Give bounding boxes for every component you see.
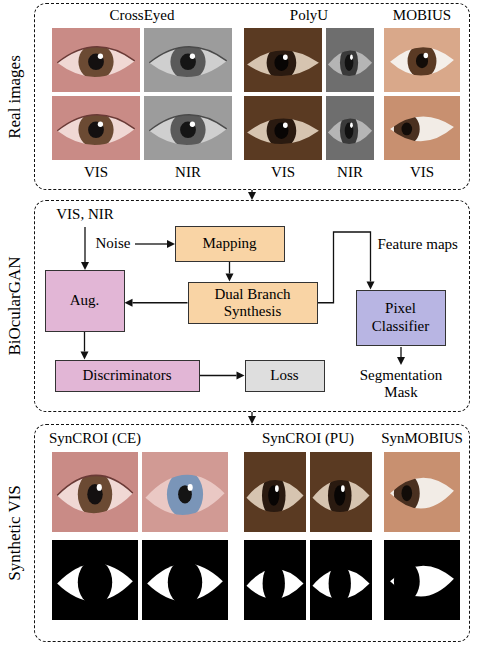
eye-photo <box>384 96 460 160</box>
synthetic-eye <box>384 452 460 532</box>
box-text: Loss <box>270 367 298 384</box>
box-text: Aug. <box>70 292 100 309</box>
text-label: PolyU <box>290 7 328 24</box>
connector-line <box>84 332 85 352</box>
arrow-head <box>81 352 89 360</box>
box-text: Dual Branch Synthesis <box>194 286 312 321</box>
segmentation-mask <box>310 540 372 620</box>
eye-photo <box>52 96 140 160</box>
text-label: Noise <box>96 235 131 252</box>
text-label: SynCROI (CE) <box>49 430 141 447</box>
edge-label: Feature maps <box>377 236 459 253</box>
box-text: Mapping <box>202 235 256 252</box>
arrow-head <box>248 192 256 200</box>
process-box: Loss <box>245 360 325 392</box>
arrow-head <box>237 372 245 380</box>
connector <box>125 299 188 307</box>
panel-heading: Real images <box>5 55 25 139</box>
synthetic-eye <box>244 452 306 532</box>
process-box: Dual Branch Synthesis <box>188 282 318 325</box>
connector <box>248 190 256 200</box>
process-box: Aug. <box>45 270 125 332</box>
arrow-head <box>226 274 234 282</box>
panel-heading: BiOcularGAN <box>5 256 25 355</box>
connector-line <box>251 190 252 192</box>
text-label: NIR <box>175 164 201 181</box>
segmentation-mask <box>142 540 228 620</box>
process-box: Pixel Classifier <box>356 290 446 346</box>
eye-photo <box>52 28 140 92</box>
text-label: Segmentation Mask <box>351 367 451 402</box>
connector <box>200 372 245 380</box>
synthetic-eye <box>142 452 228 532</box>
connector <box>248 412 256 424</box>
connector-line <box>251 412 252 416</box>
box-text: Discriminators <box>82 367 171 384</box>
segmentation-mask <box>52 540 138 620</box>
connector <box>226 262 234 282</box>
text-label: VIS <box>410 164 434 181</box>
eye-photo <box>326 96 374 160</box>
box-text: Pixel Classifier <box>362 300 440 335</box>
text-label: SynCROI (PU) <box>262 430 354 447</box>
arrow-head <box>367 282 375 290</box>
text-label: VIS <box>271 164 295 181</box>
group-panel: Real images <box>34 3 470 190</box>
synthetic-eye <box>310 452 372 532</box>
eye-photo <box>244 96 322 160</box>
text-label: NIR <box>337 164 363 181</box>
eye-photo <box>384 28 460 92</box>
arrow-head <box>125 299 133 307</box>
connector-line <box>200 375 237 376</box>
segmentation-mask <box>384 540 460 620</box>
segmentation-mask <box>244 540 306 620</box>
eye-photo <box>326 28 374 92</box>
text-label: VIS <box>84 164 108 181</box>
eye-photo <box>144 96 232 160</box>
text-label: VIS, NIR <box>56 206 114 223</box>
text-label: MOBIUS <box>393 7 451 24</box>
eye-photo <box>244 28 322 92</box>
arrow-head <box>248 416 256 424</box>
process-box: Mapping <box>175 226 285 262</box>
connector-line <box>133 302 188 303</box>
synthetic-eye <box>52 452 138 532</box>
connector <box>81 332 89 360</box>
text-label: CrossEyed <box>110 7 175 24</box>
text-label: SynMOBIUS <box>381 430 463 447</box>
connector-line <box>229 262 230 274</box>
panel-heading: Synthetic VIS <box>5 485 25 581</box>
group-panel: Synthetic VIS <box>34 424 470 642</box>
eye-photo <box>144 28 232 92</box>
process-box: Discriminators <box>55 360 200 392</box>
